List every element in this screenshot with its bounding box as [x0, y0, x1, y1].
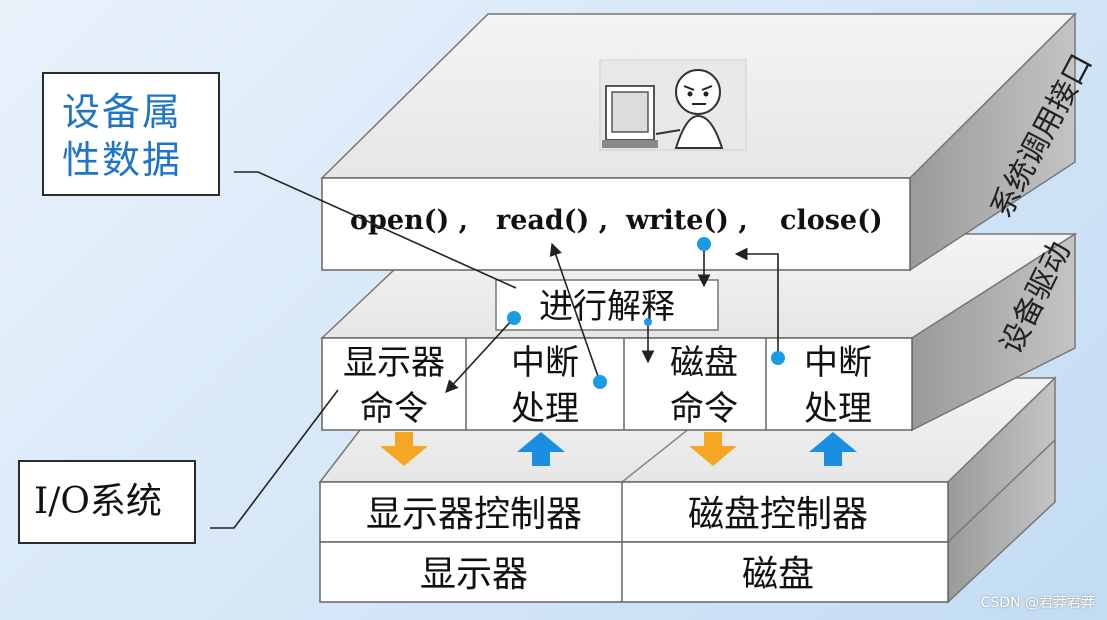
interpret-box — [495, 279, 719, 331]
disk-command-line2: 命令 — [670, 389, 738, 429]
up-arrow-icon — [809, 432, 857, 466]
display-command-line1: 显示器 — [343, 343, 445, 383]
flow-lines — [210, 171, 779, 529]
down-arrow-icon — [380, 432, 428, 466]
func-write: write() , — [625, 205, 748, 236]
interrupt-handler-2-line2: 处理 — [804, 389, 872, 429]
watermark: CSDN @君莽君莽 — [980, 595, 1095, 611]
device-attributes-label: 设备属性数据 — [62, 90, 183, 182]
func-open: open() , — [350, 205, 468, 236]
syscall-layer: 系统调用接口 open() , read() , write() , close… — [320, 12, 1100, 272]
disk-command-line1: 磁盘 — [670, 343, 738, 383]
device-attributes-callout: 设备属性数据 — [42, 72, 220, 196]
disk-device-label: 磁盘 — [742, 554, 814, 595]
flow-dots — [507, 237, 785, 389]
display-command-line2: 命令 — [360, 389, 428, 429]
func-close: close() — [780, 205, 883, 236]
data-flow-arrows — [380, 432, 857, 466]
io-system-label: I/O系统 — [34, 481, 162, 522]
display-device-label: 显示器 — [420, 554, 528, 595]
up-arrow-icon — [517, 432, 565, 466]
disk-controller-label: 磁盘控制器 — [688, 494, 868, 535]
func-read: read() , — [496, 205, 608, 236]
interrupt-handler-1-line1: 中断 — [511, 343, 579, 383]
interrupt-handler-1-line2: 处理 — [511, 389, 579, 429]
display-controller-label: 显示器控制器 — [366, 494, 582, 535]
interrupt-handler-2-line1: 中断 — [804, 343, 872, 383]
interpret-label: 进行解释 — [539, 287, 675, 327]
person-at-computer-icon — [599, 59, 747, 151]
down-arrow-icon — [689, 432, 737, 466]
io-system-callout: I/O系统 — [18, 460, 196, 544]
